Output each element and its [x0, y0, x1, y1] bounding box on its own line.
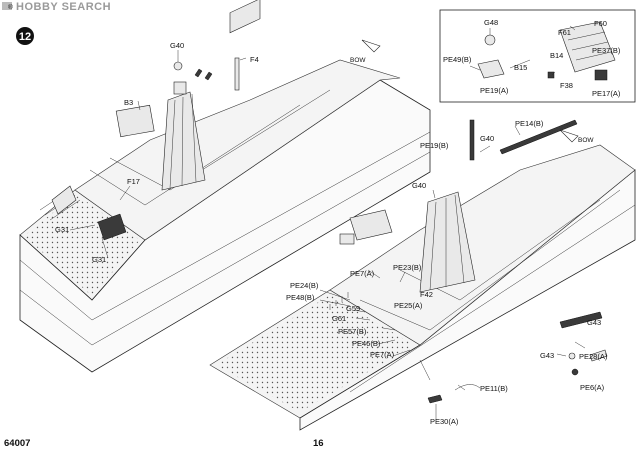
lower-leader-lines: [319, 125, 586, 420]
label-f38: F38: [560, 81, 573, 90]
lower-deck-edge: [359, 189, 621, 331]
label-g40-mid: G40: [480, 134, 494, 143]
label-g43-a: G43: [587, 318, 601, 327]
part-pe14b: [499, 119, 578, 155]
part-pe11b: [454, 384, 481, 391]
inset-detail: [439, 9, 636, 103]
label-g43-b: G43: [540, 351, 554, 360]
inset-leader-lines: [469, 25, 576, 76]
upper-mast-top: [173, 81, 187, 95]
lower-mast-tower: [419, 191, 476, 293]
step-circle-icon: [16, 27, 34, 45]
part-g43: [559, 311, 603, 329]
lower-bow-arrow-icon: [559, 129, 579, 143]
lower-mast-ribs: [429, 194, 465, 291]
upper-mast-ribs: [169, 93, 197, 189]
label-f4: F4: [250, 55, 259, 64]
label-g48: G48: [484, 18, 498, 27]
label-b14: B14: [550, 51, 563, 60]
upper-deck-box: [229, 0, 261, 34]
label-b15: B15: [514, 63, 527, 72]
lower-boat: [349, 209, 393, 241]
upper-hull-line: [19, 131, 431, 321]
lower-bow-label: BOW: [578, 137, 594, 144]
step-badge: 12: [16, 27, 34, 45]
part-labels: G40 F4 B3 F17 G31 G31 G48 F61 F60 PE49(B…: [55, 18, 621, 426]
label-pe37b: PE37(B): [592, 46, 621, 55]
label-pe57b: PE57(B): [338, 327, 367, 336]
inset-part-ribs: [567, 31, 612, 61]
label-pe14b: PE14(B): [515, 119, 544, 128]
upper-bow-label: BOW: [350, 57, 366, 64]
step-number: 12: [19, 31, 31, 43]
watermark-brand: HOBBY SEARCH: [16, 1, 111, 13]
footer-code: 64007: [4, 438, 30, 449]
part-f4: [234, 57, 240, 91]
upper-deck-edge: [89, 104, 301, 206]
label-pe46b: PE46(B): [352, 339, 381, 348]
part-pe30a: [427, 394, 443, 404]
part-g31-b: [51, 185, 77, 215]
lower-deck-edge-2: [399, 199, 601, 301]
upper-bow-arrow-icon: [361, 39, 381, 53]
part-pe6a: [571, 368, 579, 376]
label-g40-low: G40: [412, 181, 426, 190]
label-pe23b: PE23(B): [393, 263, 422, 272]
footer-page: 16: [313, 438, 324, 449]
label-pe25a: PE25(A): [394, 301, 423, 310]
part-b3: [115, 104, 155, 138]
label-g59: G59: [346, 304, 360, 313]
label-pe49b: PE49(B): [443, 55, 472, 64]
part-g40-top: [173, 61, 183, 71]
part-g43-b: [568, 352, 576, 360]
upper-hull-line-2: [19, 151, 431, 346]
label-pe6a: PE6(A): [580, 383, 605, 392]
label-pe30a: PE30(A): [430, 417, 459, 426]
part-g31-a: [97, 213, 127, 241]
part-pe19b: [469, 119, 475, 161]
part-pe28a: [589, 349, 608, 362]
label-g61: G61: [332, 314, 346, 323]
upper-leader-lines: [69, 50, 247, 259]
label-f17: F17: [127, 177, 140, 186]
lower-ship-view: BOW: [209, 119, 636, 431]
label-g40-top: G40: [170, 41, 184, 50]
label-f42: F42: [420, 290, 433, 299]
label-pe11b: PE11(B): [480, 384, 508, 393]
part-f60: [559, 21, 616, 73]
label-pe48b: PE48(B): [286, 293, 315, 302]
upper-ship-view: BOW: [19, 0, 431, 373]
label-pe19a: PE19(A): [480, 86, 509, 95]
label-g31-a: G31: [55, 225, 69, 234]
watermark-logo-icon: [2, 2, 12, 10]
upper-deck-edge-2: [109, 89, 331, 191]
watermark-reg: ®: [8, 3, 13, 11]
lower-small-box: [339, 233, 355, 245]
label-f61: F61: [558, 28, 571, 37]
lower-superstructure-deck: [329, 144, 636, 346]
label-pe19b: PE19(B): [420, 141, 449, 150]
upper-mast-tower: [161, 91, 206, 191]
inset-frame: [439, 9, 636, 103]
footer: 64007 16: [4, 438, 324, 449]
part-pe17a: [594, 69, 608, 81]
lower-hull-line: [349, 204, 636, 393]
label-pe7a-b: PE7(A): [370, 350, 395, 359]
label-f60: F60: [594, 19, 607, 28]
label-b3: B3: [124, 98, 133, 107]
label-pe7a-a: PE7(A): [350, 269, 375, 278]
part-pe19a: [547, 71, 555, 79]
label-pe28a: PE28(A): [579, 352, 608, 361]
label-g31-b: G31: [92, 255, 106, 264]
label-pe17a: PE17(A): [592, 89, 621, 98]
upper-hull: [19, 79, 431, 373]
part-b15: [477, 59, 505, 79]
upper-small-parts: [194, 68, 213, 81]
lower-deck-dots: [216, 295, 414, 412]
label-pe24b: PE24(B): [290, 281, 319, 290]
part-g48: [484, 34, 496, 46]
watermark: HOBBY SEARCH ®: [2, 1, 111, 13]
